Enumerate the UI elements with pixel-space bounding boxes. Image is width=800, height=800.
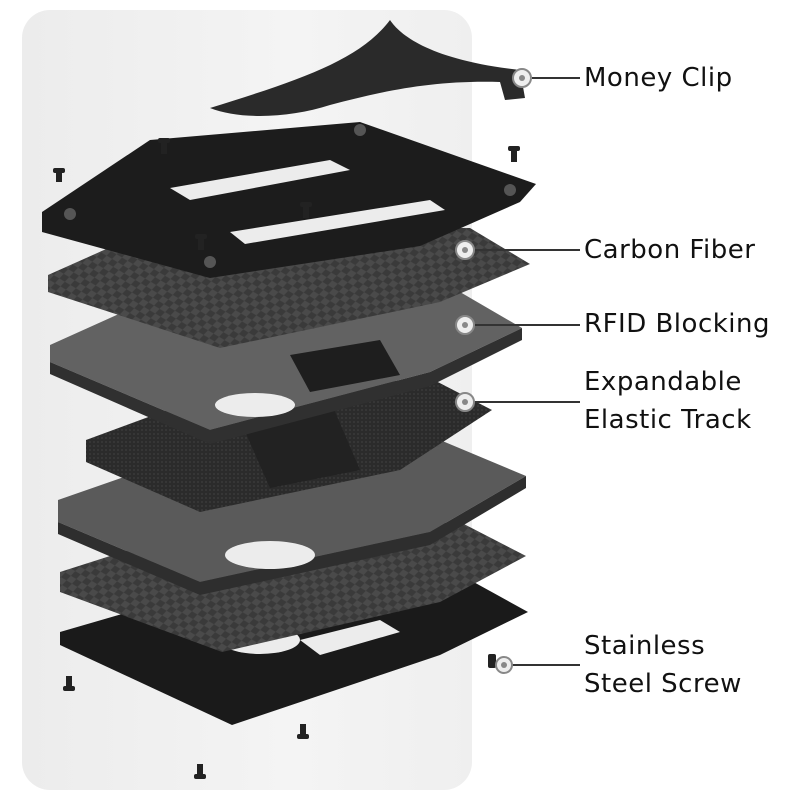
target-markers — [455, 68, 532, 674]
screw-icon — [297, 724, 309, 739]
screw-icon — [63, 676, 75, 691]
target-icon — [455, 315, 475, 335]
screw-icon — [300, 202, 312, 218]
money-clip — [210, 20, 525, 116]
label-money-clip: Money Clip — [584, 63, 733, 93]
screw-icon — [194, 764, 206, 779]
label-steel-screw: Stainless Steel Screw — [584, 627, 742, 703]
screws — [53, 138, 520, 779]
label-rfid-blocking: RFID Blocking — [584, 309, 770, 339]
screw-icon — [195, 234, 207, 250]
target-icon — [512, 68, 532, 88]
label-line: Expandable — [584, 367, 742, 397]
target-icon — [495, 656, 513, 674]
target-icon — [455, 240, 475, 260]
label-carbon-fiber: Carbon Fiber — [584, 235, 756, 265]
screw-icon — [158, 138, 170, 154]
screw-icon — [508, 146, 520, 162]
target-icon — [455, 392, 475, 412]
label-elastic-track: Expandable Elastic Track — [584, 363, 752, 439]
callout-lines — [475, 77, 580, 666]
top-plate — [42, 122, 536, 278]
label-line: Elastic Track — [584, 405, 752, 435]
screw-icon — [53, 168, 65, 182]
screw-icon — [488, 654, 496, 668]
label-line: Stainless — [584, 631, 706, 661]
label-line: Steel Screw — [584, 669, 742, 699]
